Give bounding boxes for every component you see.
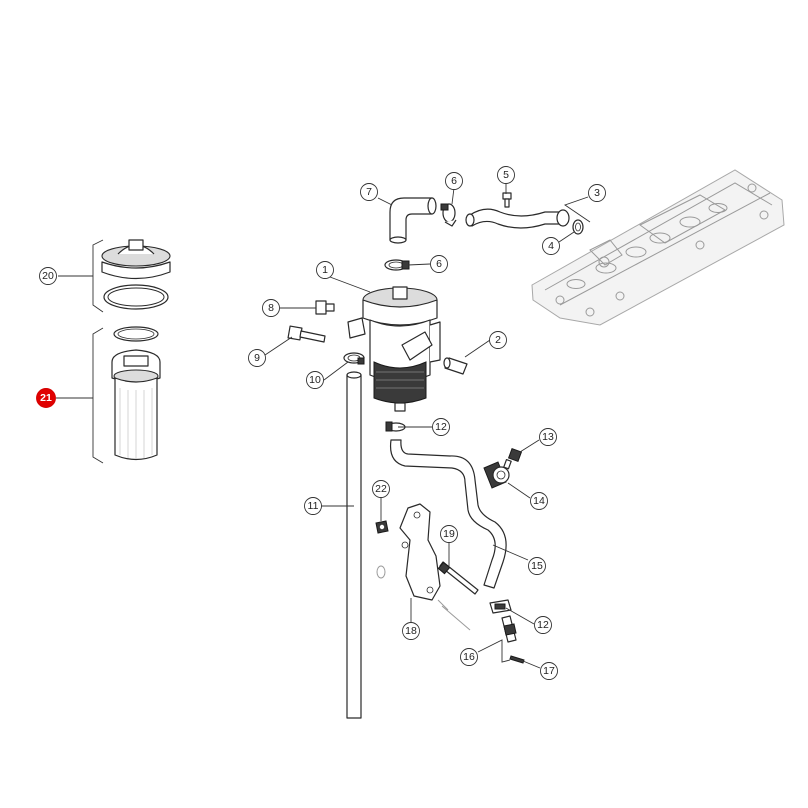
callout-7[interactable]: 7 [360, 183, 378, 201]
svg-text:13: 13 [542, 431, 554, 443]
hose-clamp-part-6-mid [384, 259, 410, 271]
callout-14[interactable]: 14 [530, 492, 548, 510]
callout-21-selected[interactable]: 21 [36, 388, 56, 408]
elbow-hose-part-7 [389, 197, 433, 241]
callout-4[interactable]: 4 [542, 237, 560, 255]
bracket-part-18 [399, 503, 441, 601]
svg-text:14: 14 [533, 495, 545, 507]
svg-text:2: 2 [495, 334, 501, 346]
svg-text:6: 6 [436, 258, 442, 270]
filter-element-part-21 [111, 326, 161, 461]
svg-text:6: 6 [451, 175, 457, 187]
hose-clamp-part-10 [343, 352, 365, 365]
svg-text:15: 15 [531, 560, 543, 572]
callout-11[interactable]: 11 [304, 497, 322, 515]
callout-6-mid[interactable]: 6 [430, 255, 448, 273]
callout-19[interactable]: 19 [440, 525, 458, 543]
bolt-part-9 [287, 325, 326, 343]
svg-text:9: 9 [254, 352, 260, 364]
svg-text:17: 17 [543, 665, 555, 677]
svg-text:3: 3 [594, 187, 600, 199]
tube-part-2 [443, 357, 468, 375]
bolt-part-13 [503, 447, 523, 470]
svg-text:4: 4 [548, 240, 554, 252]
callout-12-lower[interactable]: 12 [534, 616, 552, 634]
svg-text:18: 18 [405, 625, 417, 637]
callout-18[interactable]: 18 [402, 622, 420, 640]
svg-text:11: 11 [308, 500, 319, 512]
callout-1[interactable]: 1 [316, 261, 334, 279]
hose-clamp-part-12-upper [385, 421, 406, 432]
oil-separator-part-1 [347, 286, 441, 412]
callout-13[interactable]: 13 [539, 428, 557, 446]
clip-part-12-lower [489, 599, 512, 614]
stud-part-19 [437, 561, 479, 595]
svg-text:19: 19 [443, 528, 455, 540]
return-hose-part-15 [389, 439, 507, 589]
bracket-group-20 [92, 239, 104, 313]
svg-text:21: 21 [40, 392, 52, 404]
drain-tube-part-11 [346, 371, 362, 719]
leader-lines [56, 184, 591, 669]
pin-part-17 [509, 655, 525, 664]
callout-5[interactable]: 5 [497, 166, 515, 184]
fitting-part-16 [501, 615, 517, 643]
filter-cover-part-20 [101, 239, 171, 310]
svg-text:22: 22 [375, 483, 387, 495]
svg-text:12: 12 [435, 421, 447, 433]
svg-text:8: 8 [268, 302, 274, 314]
svg-text:12: 12 [537, 619, 549, 631]
callout-10[interactable]: 10 [306, 371, 324, 389]
callout-2[interactable]: 2 [489, 331, 507, 349]
svg-text:1: 1 [322, 264, 328, 276]
callout-3[interactable]: 3 [588, 184, 606, 202]
callout-15[interactable]: 15 [528, 557, 546, 575]
svg-text:16: 16 [463, 651, 475, 663]
callout-16[interactable]: 16 [460, 648, 478, 666]
svg-text:10: 10 [309, 374, 321, 386]
svg-text:7: 7 [366, 186, 372, 198]
svg-text:20: 20 [42, 270, 54, 282]
breather-hose-part-3 [469, 208, 561, 229]
callout-12-upper[interactable]: 12 [432, 418, 450, 436]
hose-clamp-part-6-top [440, 203, 457, 227]
callout-8[interactable]: 8 [262, 299, 280, 317]
callout-17[interactable]: 17 [540, 662, 558, 680]
valve-cover-ghost [531, 169, 785, 326]
bolt-part-8 [315, 300, 335, 315]
callout-6-top[interactable]: 6 [445, 172, 463, 190]
screw-part-5 [502, 192, 512, 208]
callout-20[interactable]: 20 [39, 267, 57, 285]
callout-22[interactable]: 22 [372, 480, 390, 498]
clip-part-14 [483, 461, 510, 489]
nut-part-22 [375, 520, 389, 534]
callout-9[interactable]: 9 [248, 349, 266, 367]
bracket-group-21 [92, 327, 104, 464]
svg-text:5: 5 [503, 169, 509, 181]
